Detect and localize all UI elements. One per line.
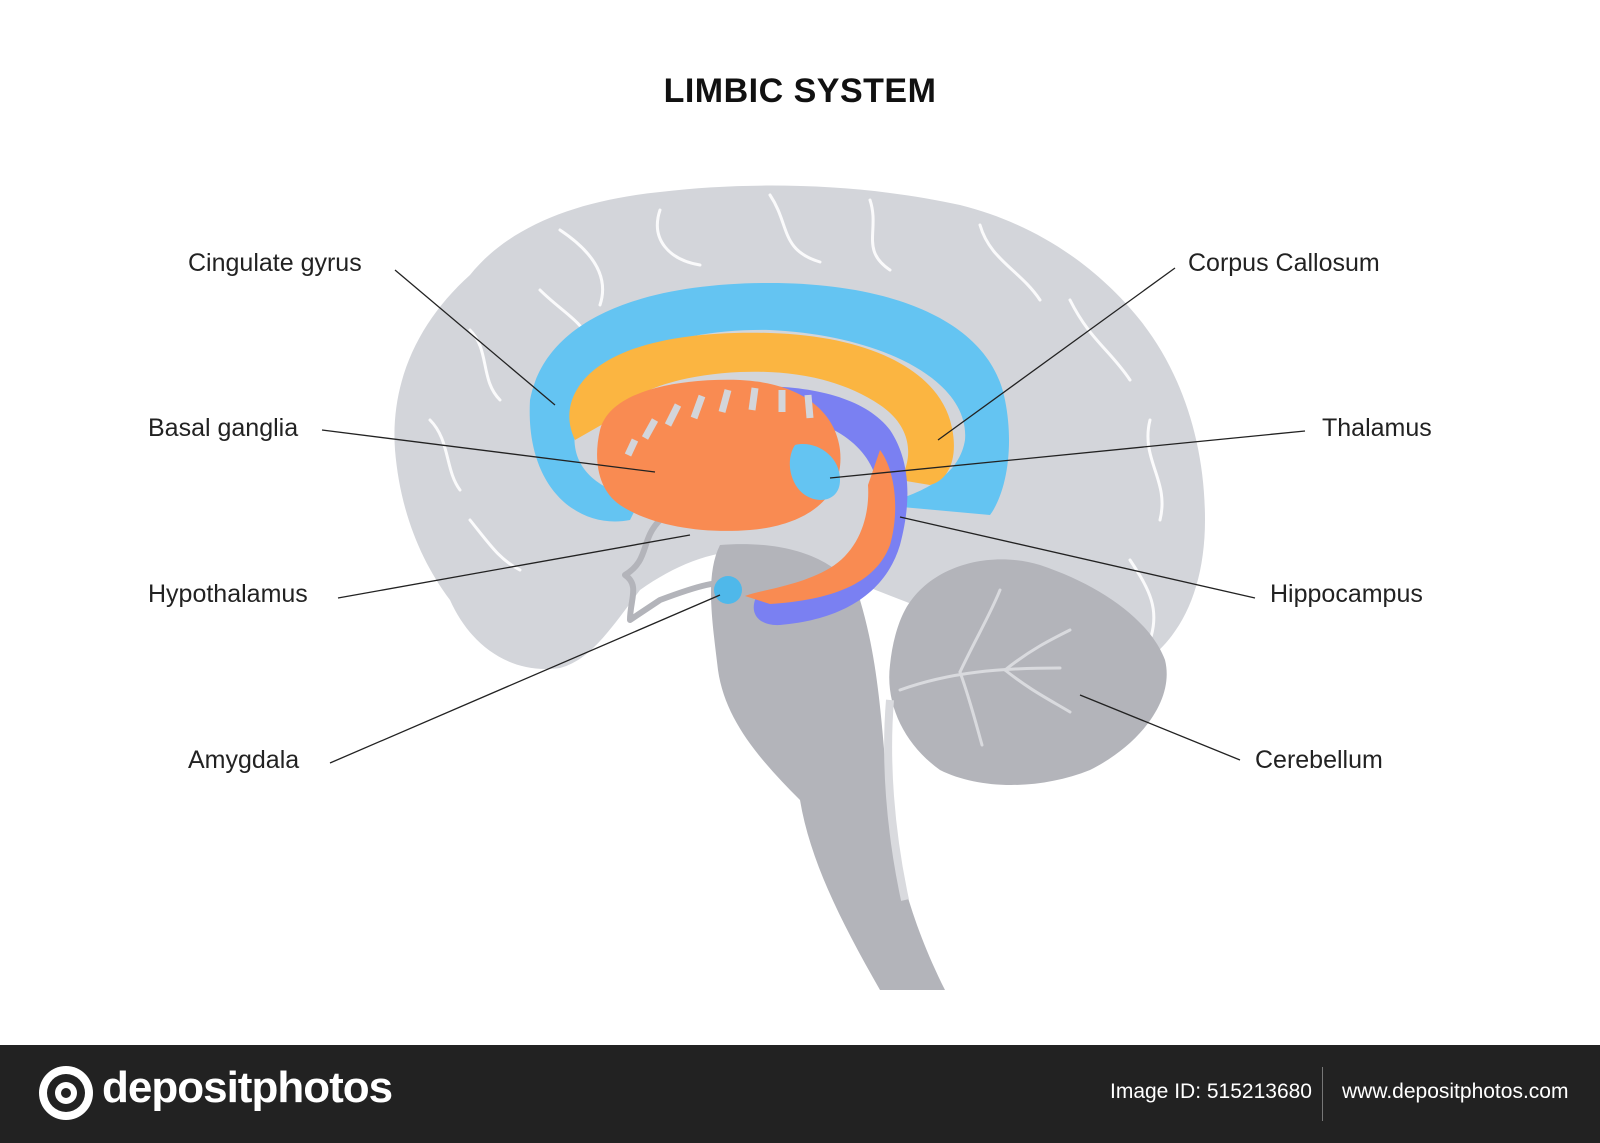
fourth-ventricle-line (884, 699, 909, 901)
thalamus-band (745, 450, 896, 604)
leader-thalamus (829, 430, 1306, 479)
amygdala-shape (714, 576, 742, 604)
leader-hippocampus (899, 516, 1256, 599)
diagram-title: LIMBIC SYSTEM (663, 72, 937, 110)
label-cingulate-gyrus: Cingulate gyrus (188, 249, 362, 277)
leader-cingulate-gyrus (394, 269, 556, 406)
label-corpus-callosum: Corpus Callosum (1188, 249, 1380, 277)
brainstem (711, 544, 945, 990)
basal-ganglia-shape (597, 379, 841, 531)
site-url[interactable]: www.depositphotos.com (1342, 1080, 1569, 1103)
leader-lines (321, 267, 1306, 764)
label-hippocampus: Hippocampus (1270, 580, 1423, 608)
leader-cerebellum (1079, 694, 1241, 761)
leader-corpus-callosum (937, 267, 1176, 441)
label-basal-ganglia: Basal ganglia (148, 414, 299, 442)
depositphotos-logo-icon (39, 1066, 93, 1120)
cerebellum-arbor (898, 588, 1072, 747)
corpus-callosum-shape (569, 332, 954, 485)
stock-footer: depositphotos Image ID: 515213680 www.de… (0, 1045, 1600, 1143)
label-thalamus: Thalamus (1322, 414, 1432, 442)
thalamic-radiations (624, 387, 814, 457)
label-hypothalamus: Hypothalamus (148, 580, 308, 608)
leader-basal-ganglia (321, 429, 656, 473)
thalamus-nucleus (789, 444, 840, 500)
leader-hypothalamus (337, 534, 691, 599)
ventricle-outline (622, 517, 732, 623)
footer-separator (1322, 1067, 1323, 1121)
image-id: Image ID: 515213680 (1110, 1080, 1312, 1103)
leader-amygdala (329, 594, 721, 764)
cerebellum-shape (889, 559, 1167, 785)
depositphotos-logo-text: depositphotos (102, 1063, 393, 1112)
label-cerebellum: Cerebellum (1255, 746, 1383, 774)
cingulate-gyrus-shape (529, 283, 1010, 522)
label-amygdala: Amygdala (188, 746, 300, 774)
